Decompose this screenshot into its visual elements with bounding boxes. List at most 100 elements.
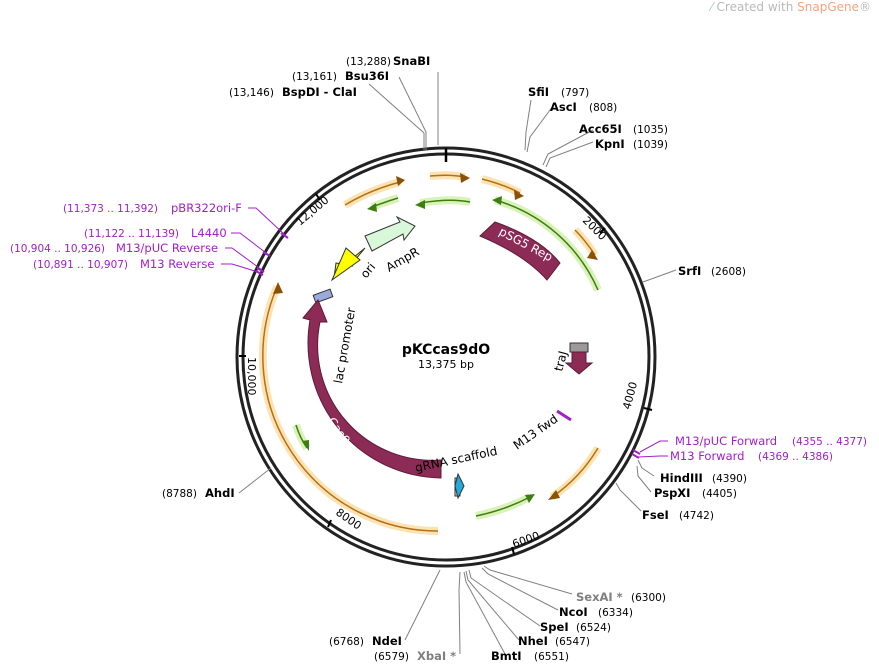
primer-l4440-name: L4440: [191, 226, 227, 240]
site-nhei-name: NheI: [518, 634, 548, 648]
primer-pbr322ori-f-range: (11,373 .. 11,392): [63, 203, 158, 215]
tick-10000: 10,000: [239, 355, 258, 396]
primer-m13-forward-range: (4369 .. 4386): [758, 451, 833, 463]
site-nhei[interactable]: NheI (6547): [518, 634, 590, 648]
primer-l4440[interactable]: (11,122 .. 11,139) L4440: [84, 226, 227, 240]
site-hindiii-name: HindIII: [660, 471, 703, 485]
site-bmti-name: BmtI: [491, 649, 522, 663]
ori-feature[interactable]: ori: [330, 247, 379, 282]
traj-label: traJ: [551, 349, 570, 372]
snapgene-logo-icon: ⁄: [710, 0, 717, 14]
primer-leader-lines: [221, 207, 668, 458]
watermark-prefix: Created with: [716, 0, 798, 14]
svg-text:4000: 4000: [620, 380, 640, 410]
primer-m13-puc-reverse-range: (10,904 .. 10,926): [10, 243, 105, 255]
traj-feature[interactable]: traJ: [551, 342, 594, 375]
primer-pbr322ori-f-name: pBR322ori-F: [171, 201, 242, 215]
primer-m13-puc-forward-name: M13/pUC Forward: [675, 434, 777, 448]
site-bmti[interactable]: BmtI (6551): [491, 649, 569, 663]
primer-pbr322ori-f[interactable]: (11,373 .. 11,392) pBR322ori-F: [63, 201, 242, 215]
site-srfi[interactable]: SrfI (2608): [678, 264, 746, 278]
outer-orf-arrowheads: [273, 173, 598, 500]
primer-m13-reverse[interactable]: (10,891 .. 10,907) M13 Reverse: [33, 257, 214, 271]
lac-promoter-label: lac promoter: [331, 306, 358, 384]
site-fsei-pos: (4742): [679, 510, 714, 522]
grna-scaffold-label: gRNA scaffold: [414, 444, 499, 475]
m13-fwd-label: M13 fwd: [511, 412, 561, 453]
site-spei-pos: (6524): [576, 622, 611, 634]
site-xbai-name: XbaI *: [417, 649, 456, 663]
ori-label: ori: [358, 260, 379, 281]
site-leader-lines: [238, 72, 677, 655]
site-spei-name: SpeI: [540, 620, 569, 634]
plasmid-size: 13,375 bp: [418, 358, 474, 371]
site-sfii-pos: (797): [561, 87, 589, 99]
site-bsu36i-name: Bsu36I: [345, 69, 389, 83]
primer-m13-puc-reverse-name: M13/pUC Reverse: [116, 241, 218, 255]
site-pspxi-pos: (4405): [702, 488, 737, 500]
site-xbai[interactable]: (6579) XbaI *: [374, 649, 456, 663]
site-bspdi-clai-pos: (13,146): [229, 87, 274, 99]
primer-m13-puc-forward-range: (4355 .. 4377): [792, 436, 867, 448]
site-spei[interactable]: SpeI (6524): [540, 620, 611, 634]
svg-text:6000: 6000: [511, 529, 542, 551]
site-ncoi[interactable]: NcoI (6334): [559, 605, 633, 619]
site-bmti-pos: (6551): [534, 651, 569, 663]
primer-m13-reverse-name: M13 Reverse: [140, 257, 214, 271]
site-srfi-pos: (2608): [711, 266, 746, 278]
plasmid-name: pKCcas9dO: [402, 342, 490, 358]
site-asci-pos: (808): [589, 102, 617, 114]
primer-m13-puc-reverse[interactable]: (10,904 .. 10,926) M13/pUC Reverse: [10, 241, 218, 255]
cas9-feature[interactable]: Cas9: [302, 299, 442, 479]
site-nhei-pos: (6547): [555, 636, 590, 648]
site-fsei-name: FseI: [642, 508, 669, 522]
site-pspxi[interactable]: PspXI (4405): [654, 486, 737, 500]
site-snabi-name: SnaBI: [393, 54, 430, 68]
site-acc65i-name: Acc65I: [579, 122, 622, 136]
site-bsu36i-pos: (13,161): [292, 71, 337, 83]
site-hindiii[interactable]: HindIII (4390): [660, 471, 747, 485]
site-asci-name: AscI: [550, 100, 577, 114]
primer-markers: [255, 232, 641, 459]
site-ahdi-pos: (8788): [162, 488, 197, 500]
site-acc65i-pos: (1035): [633, 124, 668, 136]
watermark-brand: SnapGene: [797, 0, 859, 14]
site-acc65i[interactable]: Acc65I (1035): [579, 122, 668, 136]
primer-m13-reverse-range: (10,891 .. 10,907): [33, 259, 128, 271]
inner-green-arrowheads: [302, 196, 535, 503]
site-ahdi-name: AhdI: [205, 486, 235, 500]
site-asci[interactable]: AscI (808): [550, 100, 617, 114]
primer-m13-puc-forward[interactable]: M13/pUC Forward (4355 .. 4377): [675, 434, 867, 448]
m13-fwd-feature[interactable]: M13 fwd: [511, 409, 572, 453]
site-bspdi-clai[interactable]: (13,146) BspDI - ClaI: [229, 85, 357, 99]
site-sfii[interactable]: SfiI (797): [528, 85, 589, 99]
primer-m13-forward[interactable]: M13 Forward (4369 .. 4386): [670, 449, 833, 463]
site-ndei-name: NdeI: [372, 634, 402, 648]
watermark-suffix: ®: [859, 0, 871, 14]
site-kpni[interactable]: KpnI (1039): [595, 137, 668, 151]
site-hindiii-pos: (4390): [712, 473, 747, 485]
site-ncoi-pos: (6334): [598, 607, 633, 619]
site-kpni-pos: (1039): [633, 139, 668, 151]
svg-text:12,000: 12,000: [294, 194, 332, 229]
site-ahdi[interactable]: (8788) AhdI: [162, 486, 235, 500]
site-ndei-pos: (6768): [329, 636, 364, 648]
ampr-label: AmpR: [384, 245, 422, 275]
site-snabi[interactable]: (13,288) SnaBI: [346, 54, 430, 68]
site-ndei[interactable]: (6768) NdeI: [329, 634, 402, 648]
site-sfii-name: SfiI: [528, 85, 549, 99]
site-snabi-pos: (13,288): [346, 56, 391, 68]
site-bsu36i[interactable]: (13,161) Bsu36I: [292, 69, 389, 83]
site-fsei[interactable]: FseI (4742): [642, 508, 714, 522]
tick-12000: 12,000: [294, 193, 332, 229]
primer-m13-forward-name: M13 Forward: [670, 449, 744, 463]
site-sexai[interactable]: SexAI * (6300): [576, 590, 666, 604]
site-bspdi-clai-name: BspDI - ClaI: [282, 85, 357, 99]
site-ncoi-name: NcoI: [559, 605, 588, 619]
grna-scaffold-feature[interactable]: gRNA scaffold: [414, 444, 499, 500]
site-sexai-pos: (6300): [631, 592, 666, 604]
svg-text:10,000: 10,000: [245, 357, 258, 396]
site-pspxi-name: PspXI: [654, 486, 690, 500]
primer-l4440-range: (11,122 .. 11,139): [84, 228, 179, 240]
